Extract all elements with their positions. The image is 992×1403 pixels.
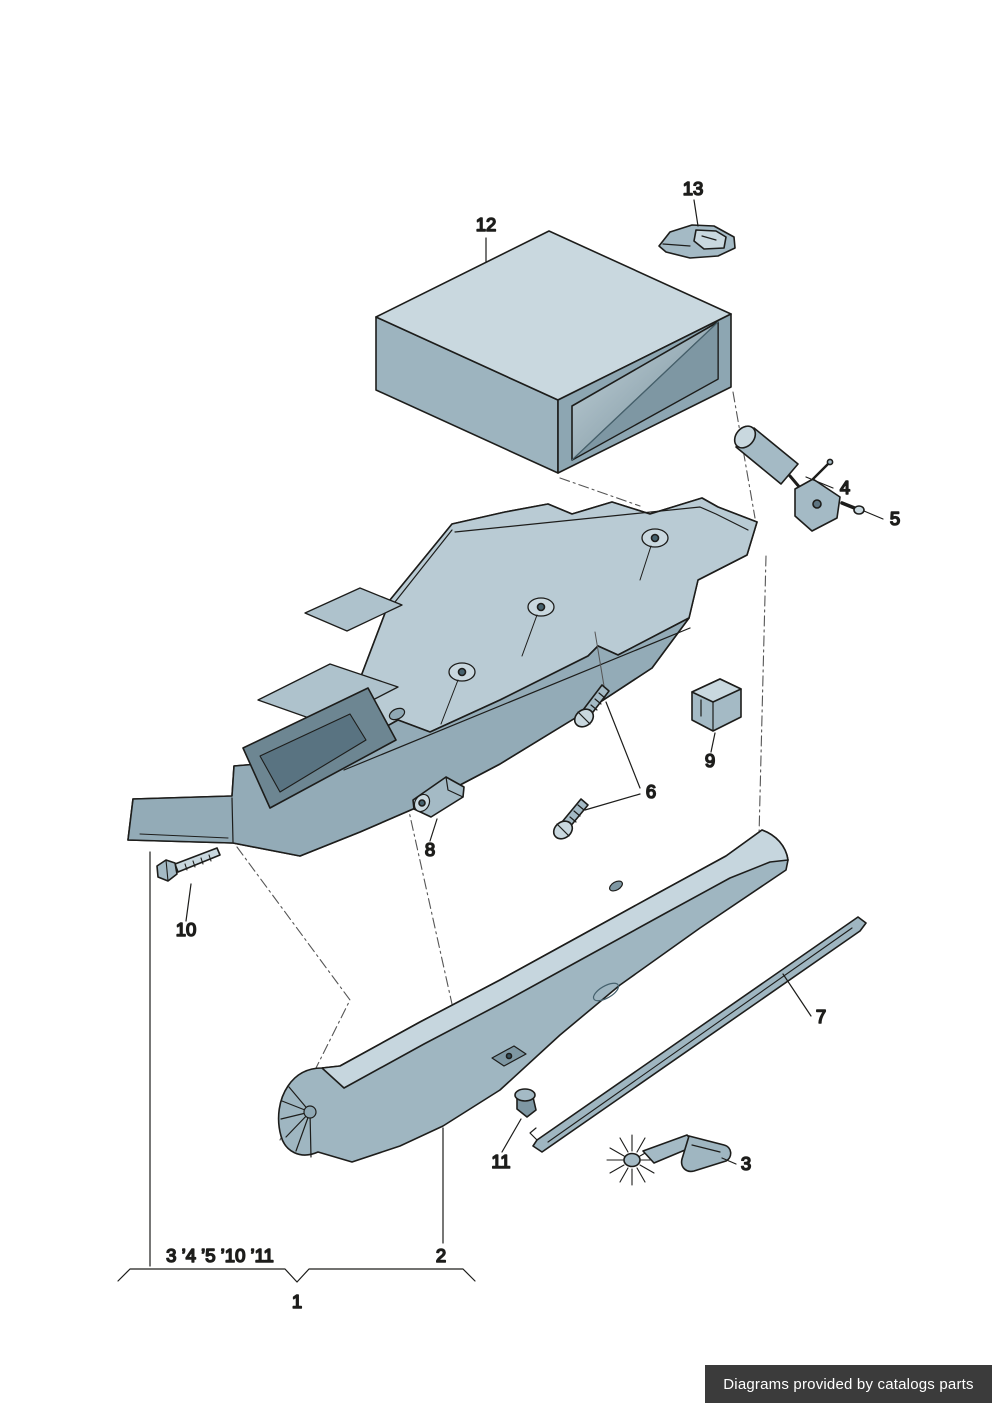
part-8-striker[interactable] <box>411 776 465 818</box>
screw-boss <box>440 528 669 725</box>
part-6-screw-upper[interactable] <box>571 684 610 730</box>
part-label-9[interactable]: 9 <box>704 749 716 772</box>
part-label-6[interactable]: 6 <box>645 780 657 803</box>
leader-lines <box>117 199 884 1283</box>
part-4-damper[interactable] <box>730 422 841 532</box>
footer-credit-text: Diagrams provided by catalogs parts <box>723 1375 974 1393</box>
part-9-clip[interactable] <box>691 678 742 732</box>
part-label-4[interactable]: 4 <box>839 476 851 499</box>
part-label-8[interactable]: 8 <box>424 838 436 861</box>
part-label-2[interactable]: 2 <box>435 1244 447 1267</box>
part-10-bolt[interactable] <box>156 847 221 882</box>
group-bracket <box>117 1268 476 1283</box>
part-label-7[interactable]: 7 <box>815 1005 827 1028</box>
part-label-11[interactable]: 11 <box>491 1150 512 1173</box>
part-label-12[interactable]: 12 <box>475 213 497 236</box>
part-7-trim-strip[interactable] <box>529 916 867 1153</box>
part-label-1[interactable]: 1 <box>291 1290 303 1313</box>
part-11-clip[interactable] <box>514 1088 537 1118</box>
part-5-screw[interactable] <box>840 501 865 515</box>
part-label-10[interactable]: 10 <box>175 918 197 941</box>
glovebox-housing[interactable] <box>127 497 758 857</box>
part-3-lock-handle[interactable] <box>606 1134 732 1186</box>
group-label[interactable]: 3 ’4 ’5 ’10 ’11 <box>165 1244 274 1267</box>
part-label-3[interactable]: 3 <box>740 1152 752 1175</box>
hinge-fan <box>280 1086 317 1158</box>
footer-credit-bar: Diagrams provided by catalogs parts <box>705 1365 992 1403</box>
part-label-5[interactable]: 5 <box>889 507 901 530</box>
part-6-screw-lower[interactable] <box>550 798 589 842</box>
part-12-duct[interactable] <box>375 230 732 474</box>
part-2-glovebox-lid[interactable] <box>277 829 789 1163</box>
part-13-clip[interactable] <box>658 224 736 259</box>
part-label-13[interactable]: 13 <box>682 177 704 200</box>
